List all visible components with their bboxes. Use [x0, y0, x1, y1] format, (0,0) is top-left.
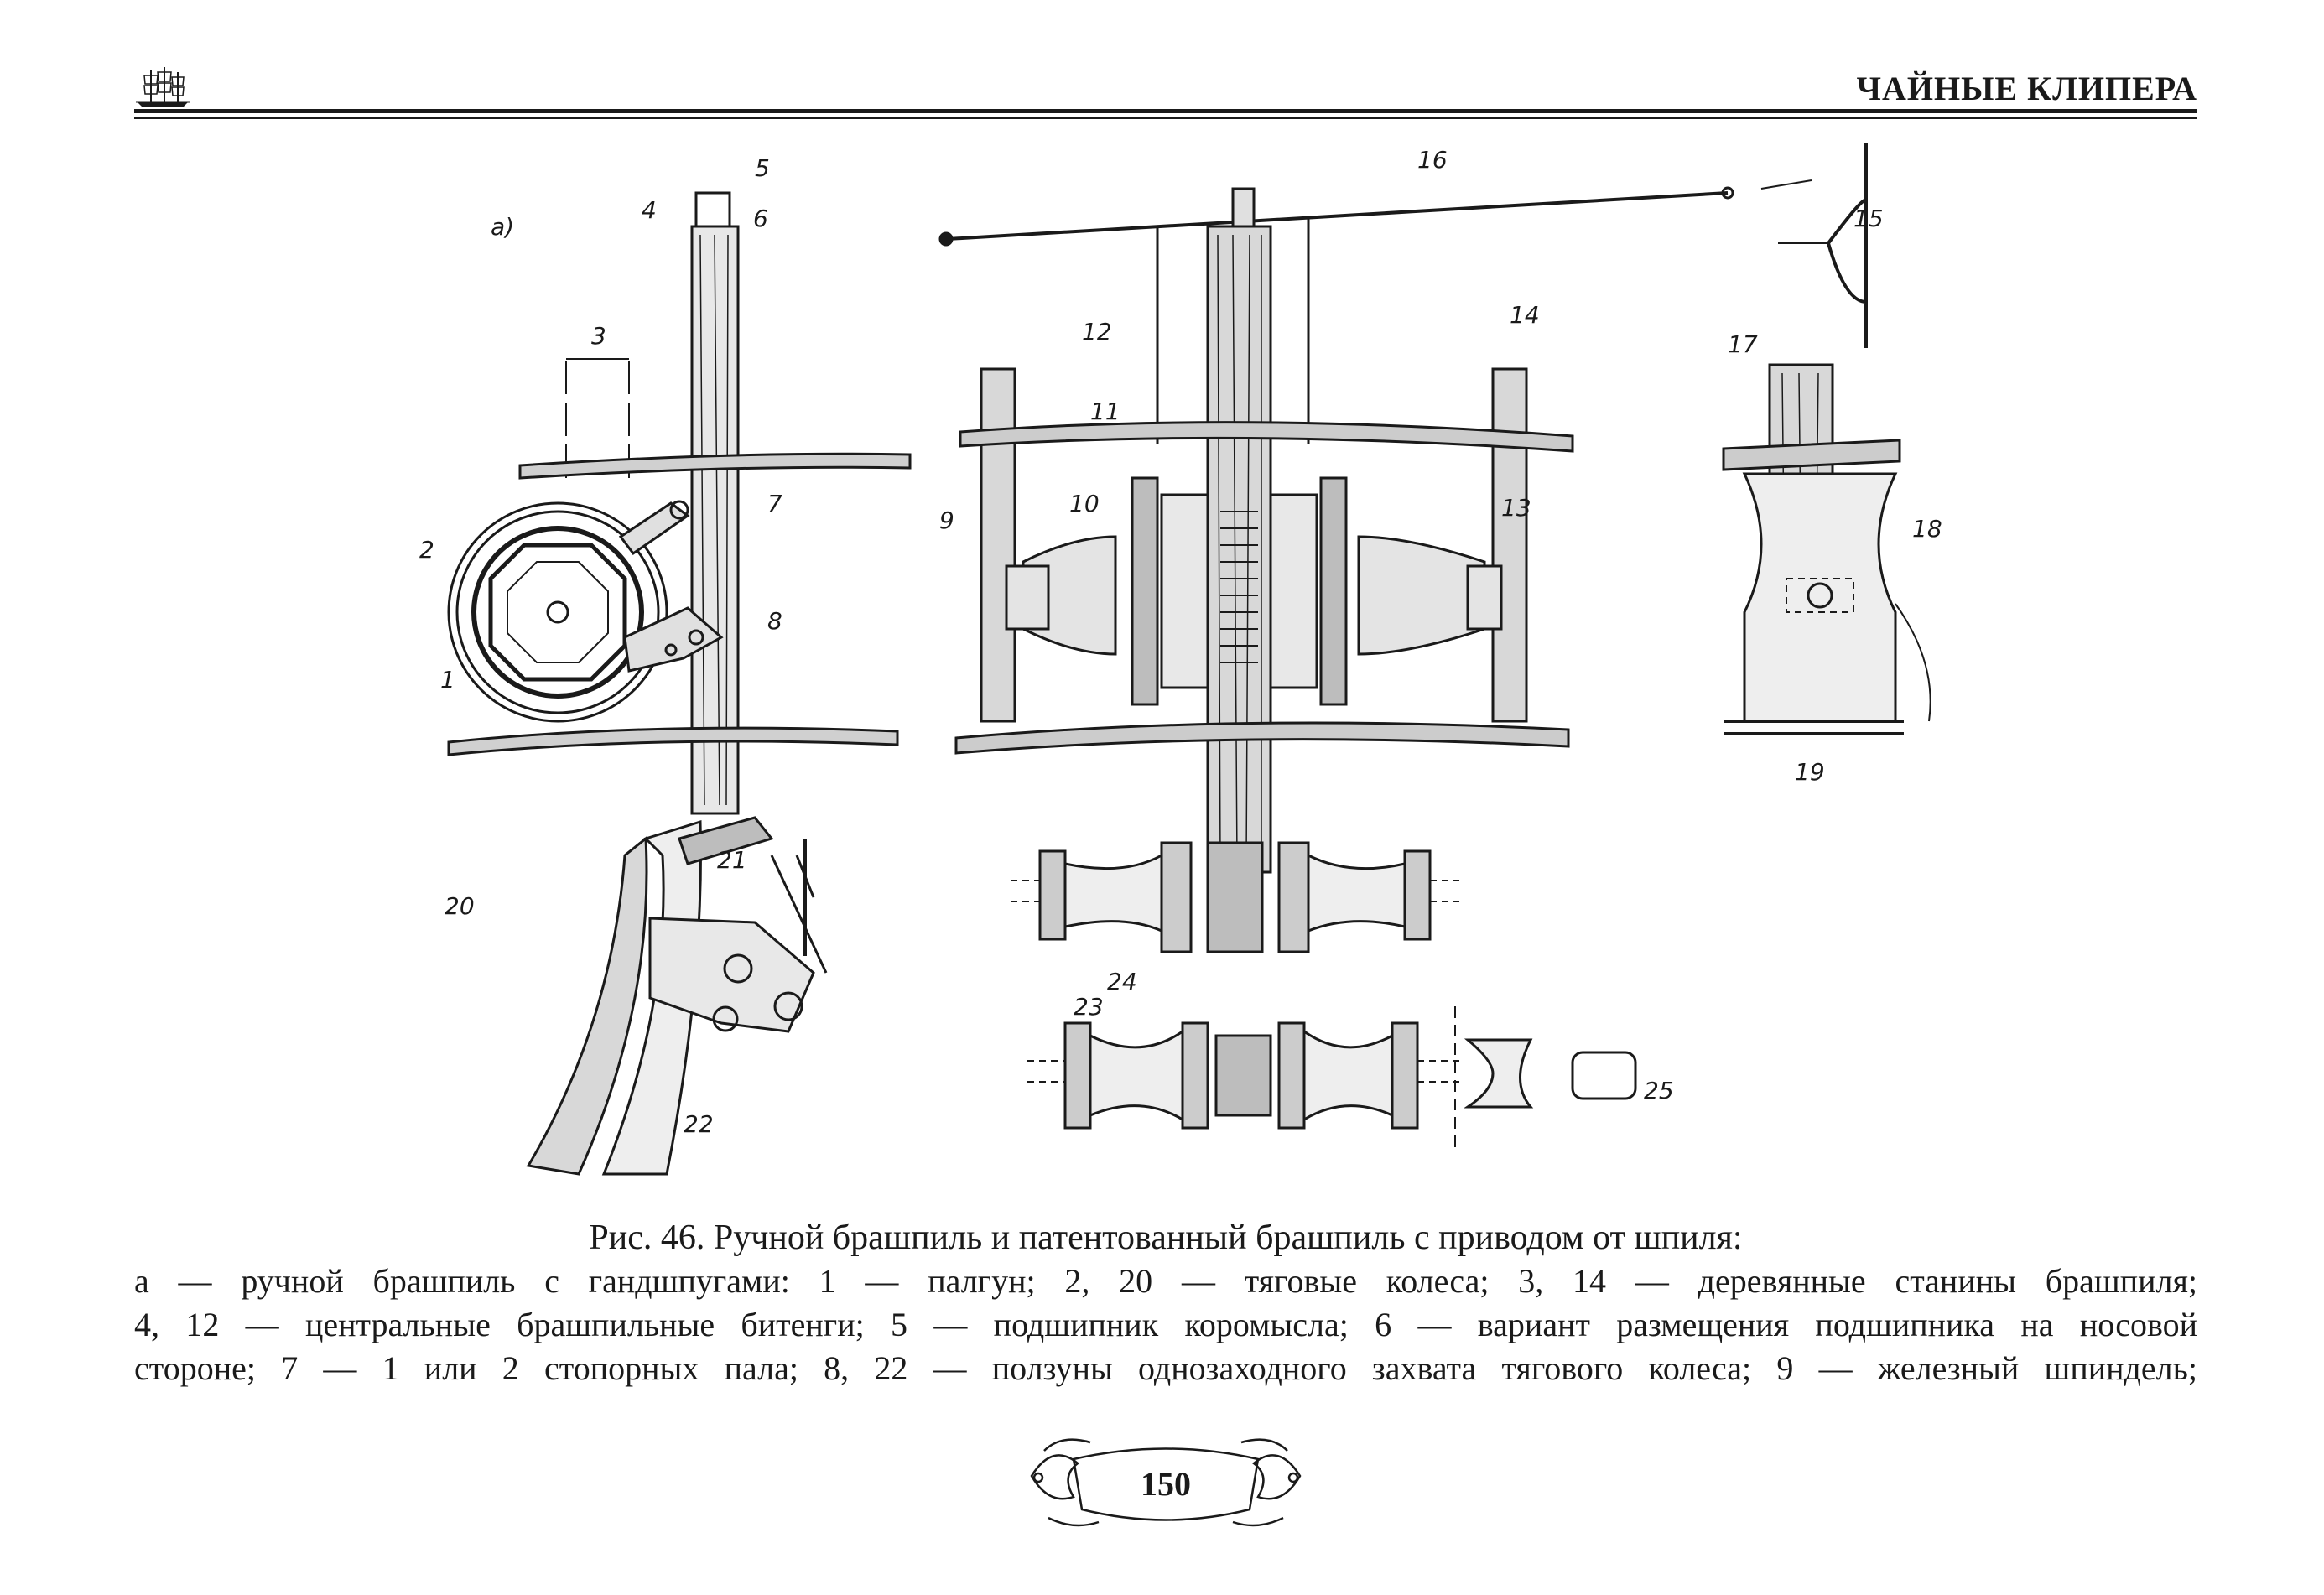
svg-text:3: 3 — [591, 322, 606, 350]
page-number: 150 — [1141, 1465, 1191, 1503]
svg-text:7: 7 — [767, 490, 782, 517]
svg-text:12: 12 — [1082, 318, 1112, 345]
panel-label-a: а) — [491, 213, 514, 241]
page-header: ЧАЙНЫЕ КЛИПЕРА — [134, 65, 2197, 119]
svg-text:18: 18 — [1912, 515, 1942, 543]
svg-text:19: 19 — [1795, 758, 1825, 786]
svg-text:16: 16 — [1417, 146, 1448, 174]
sailing-ship-icon — [136, 67, 190, 107]
svg-text:13: 13 — [1501, 494, 1531, 522]
running-header-title: ЧАЙНЫЕ КЛИПЕРА — [1856, 70, 2197, 107]
plan-view-top — [1011, 841, 1459, 953]
caption-line: стороне; 7 — 1 или 2 стопорных пала; 8, … — [134, 1349, 2197, 1387]
svg-text:10: 10 — [1069, 490, 1100, 517]
caption-line: 4, 12 — центральные брашпильные битенги;… — [134, 1306, 2197, 1343]
header-rule-thin — [134, 117, 2197, 119]
svg-text:23: 23 — [1074, 993, 1104, 1021]
plan-view-bottom — [1027, 1006, 1637, 1149]
svg-text:24: 24 — [1107, 968, 1137, 995]
page-footer: 150 — [1015, 1426, 1317, 1543]
decorative-cartouche-icon — [1030, 1438, 1302, 1527]
svg-text:8: 8 — [767, 607, 782, 635]
svg-text:22: 22 — [684, 1110, 714, 1138]
svg-text:6: 6 — [753, 205, 768, 232]
svg-text:2: 2 — [419, 536, 434, 564]
svg-text:15: 15 — [1853, 205, 1884, 232]
svg-text:1: 1 — [440, 666, 455, 694]
svg-text:17: 17 — [1728, 330, 1758, 358]
svg-text:20: 20 — [445, 892, 475, 920]
figure-caption: Рис. 46. Ручной брашпиль и патентованный… — [134, 1216, 2197, 1390]
windlass-technical-drawing: а) 4 5 6 3 7 8 2 1 — [419, 143, 1942, 1176]
caption-title: Рис. 46. Ручной брашпиль и патентованный… — [589, 1218, 1743, 1257]
svg-text:25: 25 — [1644, 1077, 1674, 1104]
svg-text:5: 5 — [755, 154, 770, 182]
svg-text:14: 14 — [1510, 301, 1540, 329]
svg-text:21: 21 — [717, 846, 747, 874]
svg-text:9: 9 — [939, 507, 954, 534]
svg-text:4: 4 — [642, 196, 657, 224]
header-rule — [134, 109, 2197, 113]
caption-line: а — ручной брашпиль с гандшпугами: 1 — п… — [134, 1262, 2197, 1300]
svg-text:11: 11 — [1090, 397, 1120, 425]
